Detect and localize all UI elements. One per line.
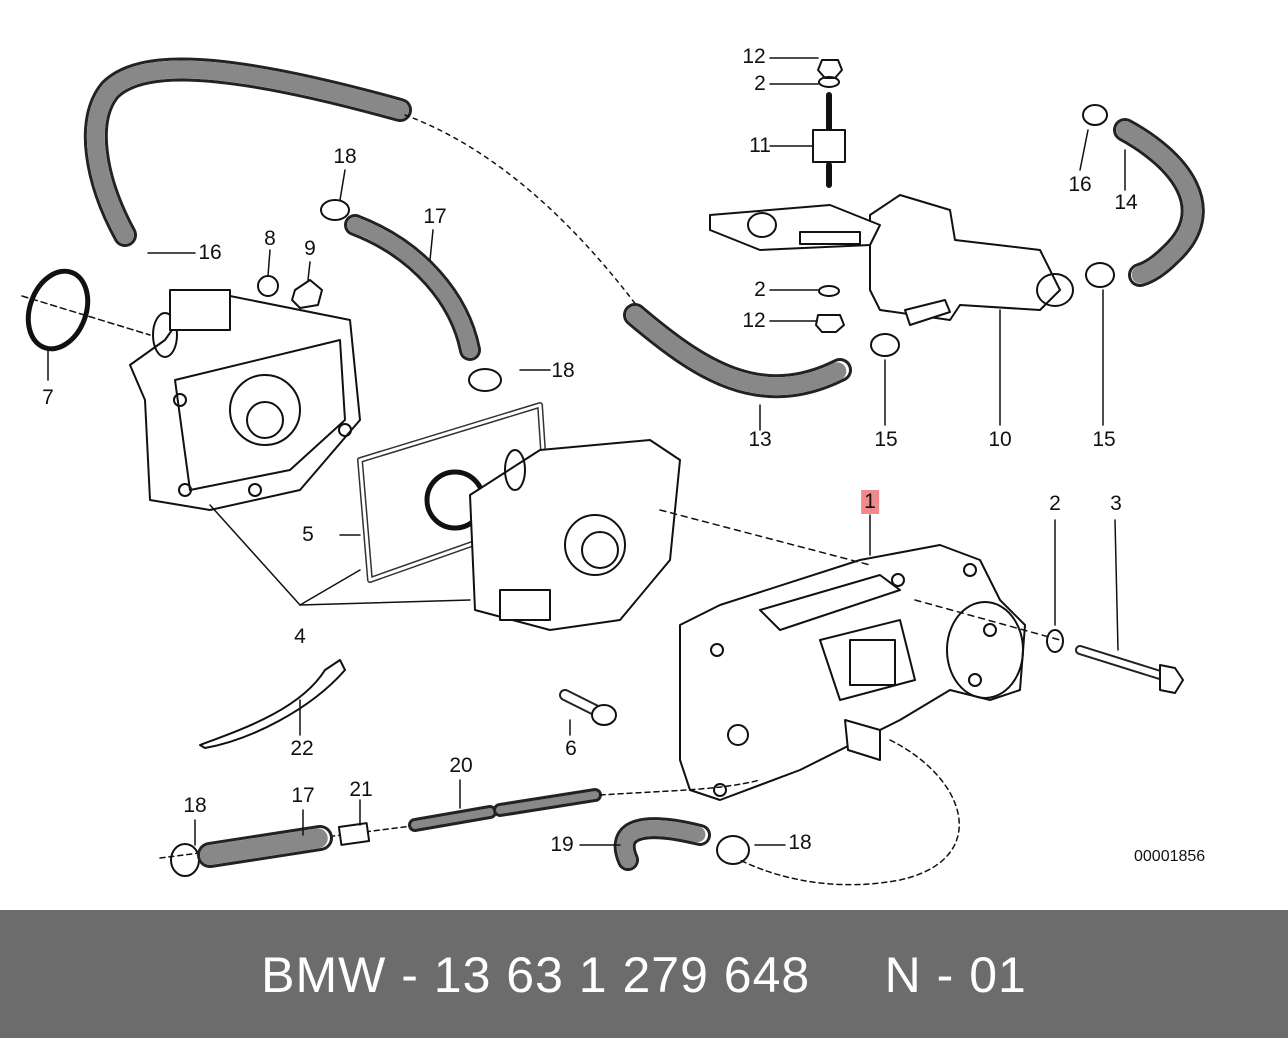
strap-22 bbox=[199, 659, 346, 749]
hose-17-upper bbox=[344, 214, 481, 361]
part-label-9: 9 bbox=[304, 237, 316, 260]
part-label-10: 10 bbox=[988, 428, 1012, 451]
part-label-19: 19 bbox=[550, 833, 574, 856]
part-label-15: 15 bbox=[874, 428, 898, 451]
part-label-11: 11 bbox=[749, 134, 771, 157]
part-label-2: 2 bbox=[754, 278, 766, 301]
diagram-reference-code: 00001856 bbox=[1134, 848, 1206, 865]
parts-drawing bbox=[21, 57, 1205, 886]
part-label-3: 3 bbox=[1110, 492, 1122, 515]
part-label-22: 22 bbox=[290, 737, 314, 760]
housing-left bbox=[129, 289, 361, 511]
part-label-5: 5 bbox=[302, 523, 314, 546]
part-label-2: 2 bbox=[754, 72, 766, 95]
part-label-13: 13 bbox=[748, 428, 772, 451]
parts-diagram: 12 2 11 2 12 16 14 18 17 16 8 9 7 18 13 … bbox=[21, 45, 1206, 886]
part-label-16: 16 bbox=[198, 241, 222, 264]
part-label-14: 14 bbox=[1114, 191, 1138, 214]
part-label-18: 18 bbox=[183, 794, 207, 817]
part-label-6: 6 bbox=[565, 737, 577, 760]
part-label-1-highlighted: 1 bbox=[861, 490, 879, 514]
part-label-16: 16 bbox=[1068, 173, 1092, 196]
part-label-8: 8 bbox=[264, 227, 276, 250]
part-label-12: 12 bbox=[742, 309, 766, 332]
part-label-17: 17 bbox=[423, 205, 447, 228]
part-label-20: 20 bbox=[449, 754, 473, 777]
part-label-21: 21 bbox=[349, 778, 373, 801]
footer-bar: BMW - 13 63 1 279 648 N - 01 bbox=[0, 910, 1288, 1038]
part-label-7: 7 bbox=[42, 386, 54, 409]
part-number-caption: BMW - 13 63 1 279 648 N - 01 bbox=[261, 947, 1027, 1003]
part-label-12: 12 bbox=[742, 45, 766, 68]
part-label-2: 2 bbox=[1049, 492, 1061, 515]
part-label-18: 18 bbox=[333, 145, 357, 168]
valve-10 bbox=[869, 194, 1061, 321]
part-label-4: 4 bbox=[294, 625, 306, 648]
part-label-17: 17 bbox=[291, 784, 315, 807]
part-label-18: 18 bbox=[551, 359, 575, 382]
part-label-15: 15 bbox=[1092, 428, 1116, 451]
part-label-18: 18 bbox=[788, 831, 812, 854]
